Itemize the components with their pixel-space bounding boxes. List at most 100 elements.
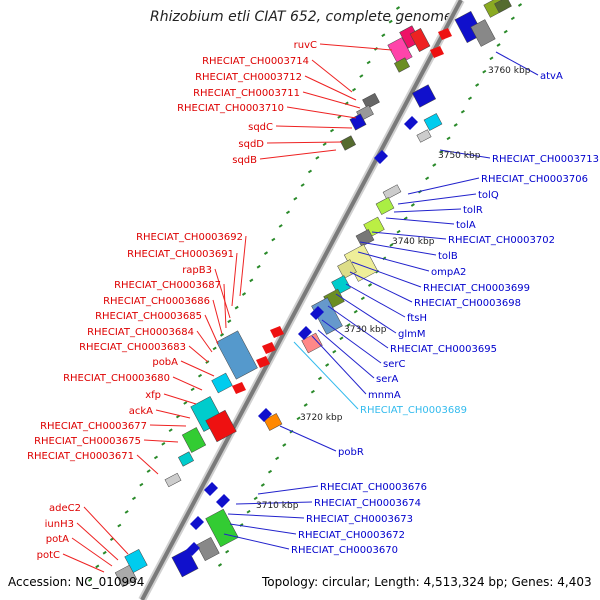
backbone-line: [140, 0, 463, 600]
label-leader-right: [223, 533, 290, 550]
label-leader-left: [275, 125, 353, 129]
gene-block: [114, 564, 138, 588]
gene-label-left: RHECIAT_CH0003680: [63, 373, 170, 384]
label-leader-right: [327, 305, 389, 349]
tick-mark-left: [153, 455, 159, 460]
gene-label-right: tolA: [456, 220, 476, 231]
gene-label-left: RHECIAT_CH0003712: [195, 72, 302, 83]
label-leader-right: [335, 293, 397, 334]
label-leader-right: [495, 51, 539, 76]
tick-mark-right: [303, 403, 308, 407]
label-leader-right: [385, 217, 455, 225]
gene-label-right: RHECIAT_CH0003670: [291, 545, 398, 556]
gene-label-right: ompA2: [431, 267, 466, 278]
gene-arrow: [298, 326, 312, 340]
gene-arrow: [256, 356, 270, 368]
gene-label-right: RHECIAT_CH0003676: [320, 482, 427, 493]
tick-mark-right: [367, 283, 373, 287]
label-leader-right: [349, 271, 413, 303]
tick-mark-right: [496, 43, 501, 47]
topology-text: Topology: circular; Length: 4,513,324 bp…: [262, 575, 592, 589]
tick-mark-right: [482, 69, 487, 74]
tick-mark-left: [388, 19, 393, 24]
label-leader-left: [71, 537, 113, 567]
gene-label-left: RHECIAT_CH0003710: [177, 103, 284, 114]
tick-mark-left: [322, 142, 327, 147]
label-leader-right: [351, 261, 422, 288]
label-leader-left: [304, 75, 357, 101]
tick-mark-right: [217, 563, 223, 567]
kbp-scale-label: 3710 kbp: [256, 501, 299, 511]
tick-mark-right: [332, 349, 337, 354]
tick-mark-left: [300, 183, 305, 187]
tick-mark-left: [337, 115, 342, 119]
label-leader-left: [172, 376, 203, 391]
tick-mark-right: [475, 83, 480, 87]
tick-mark-right: [346, 323, 351, 327]
tick-mark-right: [446, 136, 451, 141]
gene-arrow: [186, 542, 200, 556]
label-leader-left: [196, 330, 213, 353]
gene-block: [196, 536, 220, 562]
gene-block: [382, 184, 402, 200]
gene-block: [416, 129, 432, 143]
kbp-scale-label: 3760 kbp: [488, 66, 531, 76]
kbp-scale-label: 3730 kbp: [344, 325, 387, 335]
label-leader-left: [155, 409, 191, 419]
gene-block: [423, 113, 443, 131]
gene-features: [114, 0, 512, 588]
tick-mark-right: [360, 296, 365, 301]
tick-mark-left: [271, 237, 276, 242]
tick-mark-left: [212, 346, 217, 351]
gene-block: [375, 197, 395, 215]
tick-mark-right: [503, 29, 508, 34]
label-leader-right: [257, 485, 319, 495]
gene-block: [409, 28, 431, 52]
tick-mark-right: [510, 16, 515, 21]
label-leader-left: [223, 283, 227, 329]
gene-arrow: [258, 408, 272, 422]
tick-mark-left: [131, 496, 137, 501]
tick-mark-left: [293, 196, 298, 201]
label-leader-right: [227, 513, 305, 519]
label-leader-left: [163, 393, 197, 405]
tick-mark-right: [267, 469, 273, 474]
tick-mark-right: [225, 549, 230, 554]
tick-mark-right: [432, 163, 437, 167]
tick-mark-right: [403, 216, 408, 221]
gene-block: [171, 548, 199, 578]
tick-mark-left: [168, 428, 173, 433]
tick-mark-left: [161, 441, 166, 446]
tick-mark-left: [234, 305, 239, 310]
gene-label-right: glmM: [398, 329, 426, 340]
gene-block: [211, 372, 233, 394]
gene-arrow: [438, 28, 452, 40]
gene-label-right: RHECIAT_CH0003713: [492, 154, 599, 165]
tick-mark-left: [285, 210, 291, 215]
gene-label-left: potC: [37, 550, 60, 561]
gene-block: [178, 451, 194, 467]
label-leader-right: [397, 193, 477, 205]
tick-mark-right: [339, 336, 344, 341]
label-leader-right: [407, 177, 480, 195]
label-leader-right: [235, 501, 313, 505]
gene-label-left: RHECIAT_CH0003685: [95, 311, 202, 322]
tick-mark-left: [329, 128, 335, 133]
label-leader-left: [311, 59, 353, 93]
gene-label-left: iunH3: [45, 519, 74, 530]
gene-label-right: serC: [383, 359, 405, 370]
label-leader-lines: [62, 43, 539, 573]
label-leader-left: [76, 522, 119, 561]
gene-block: [337, 259, 357, 279]
tick-mark-left: [395, 6, 401, 10]
gene-label-right: pobR: [338, 447, 364, 458]
gene-label-left: RHECIAT_CH0003675: [34, 436, 141, 447]
label-leader-right: [393, 208, 462, 213]
gene-label-left: RHECIAT_CH0003671: [27, 451, 134, 462]
tick-mark-left: [95, 564, 100, 569]
gene-arrow: [374, 150, 388, 164]
tick-mark-right: [489, 56, 494, 61]
tick-mark-left: [315, 155, 320, 160]
tick-mark-right: [439, 149, 444, 154]
